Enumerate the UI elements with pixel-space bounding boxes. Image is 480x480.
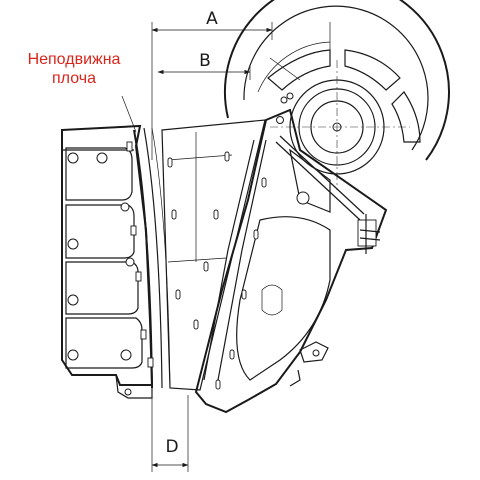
fixed-frame [61,124,154,399]
dimension-a-label: A [206,9,218,29]
crushing-chamber [161,119,266,391]
dimension-d-label: D [165,437,178,457]
dimension-b: B [157,51,251,80]
swing-jaw [194,92,388,414]
callout-label-line1: Неподвижна [27,51,121,68]
callout-label-line2: плоча [52,70,96,87]
dimension-b-label: B [199,51,211,71]
dimension-d: D [151,395,189,472]
eccentric-shaft [270,60,410,190]
fixed-jaw-plate [126,127,171,389]
fixed-plate-callout: Неподвижна плоча [4,50,144,88]
dimension-a: A [151,9,273,160]
flywheel [223,0,450,161]
